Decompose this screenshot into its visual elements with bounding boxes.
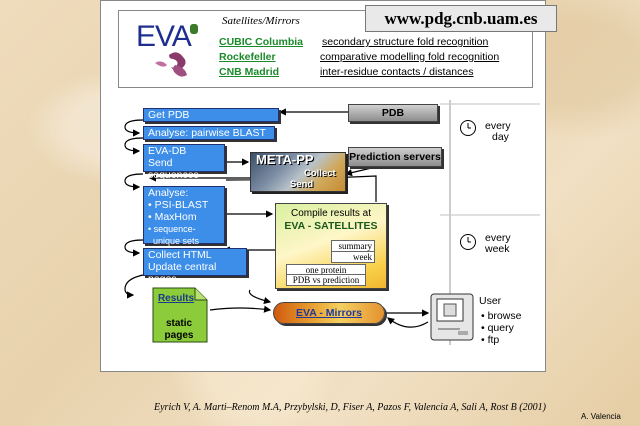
user-title: User [479,295,502,307]
arrow-get-to-analyse [124,119,144,137]
step-collect-html: Collect HTML Update central pages [143,248,247,285]
every-week-word1: every [485,232,511,244]
results-document-icon [152,287,208,343]
satellite-link-cnb[interactable]: CNB Madrid [219,66,280,78]
user-query: • query [481,322,514,334]
step-get-pdb: Get PDB [143,108,279,122]
logo-text: EVA [136,20,192,53]
arrow-results-to-mirrors [209,305,272,313]
eva-db-label: EVA-DB [148,145,187,157]
mini-pdb-vs-prediction: PDB vs prediction [286,274,366,286]
results-title[interactable]: Results [157,293,195,304]
arrow-analyse2-to-collect [124,239,144,257]
send-sequences-label: Send sequences [148,157,199,181]
every-week-word2: week [485,243,510,255]
step-eva-db: EVA-DB Send sequences [143,144,225,181]
compile-line1: Compile results at [290,208,372,219]
eva-logo [155,52,187,77]
arrow-analyse-to-db [124,137,144,155]
molecule-shape-1 [169,52,186,71]
molecule-shape-2 [173,65,187,77]
analyse-item-psiblast: • PSI-BLAST [148,199,209,211]
analyse-item-seq: • sequence- [148,224,196,234]
every-day-word1: every [485,120,511,132]
step-analyse-list: Analyse: • PSI-BLAST • MaxHom • sequence… [143,186,225,246]
arrow-user-to-mirrors [387,317,429,328]
user-browse: • browse [481,310,522,322]
satellite-desc-cubic: secondary structure fold recognition [322,36,489,48]
arrow-servers-to-metapp [344,165,381,177]
eva-mirrors-link[interactable]: EVA - Mirrors [273,302,385,324]
molecule-shape-3 [155,61,167,67]
logo-leaf-icon [190,24,198,34]
clock-icon-week [460,234,476,250]
satellite-link-rockefeller[interactable]: Rockefeller [219,51,276,63]
citation-credit: Eyrich V, A. Marti–Renom M.A, Przybylski… [154,402,546,413]
prediction-servers-box: Prediction servers [348,147,442,167]
satellite-link-cubic[interactable]: CUBIC Columbia [219,36,303,48]
mini-week: week [331,251,375,263]
compile-title: EVA - SATELLITES [284,220,378,232]
arrow-collect-to-results [124,274,144,299]
analyse-item-maxhom: • MaxHom [148,211,197,223]
mini-one-protein: one protein [286,264,366,275]
user-ftp: • ftp [481,334,500,346]
results-line1: static [165,318,193,329]
meta-pp-box [250,152,346,192]
arrow-db-to-analyse2 [124,173,144,191]
meta-pp-title: META-PP [256,152,314,167]
update-pages-label: Update central pages [148,261,217,285]
analyse-item-unique: unique sets [148,236,200,246]
collect-html-label: Collect HTML [148,249,212,261]
author-label: A. Valencia [581,412,621,421]
meta-pp-collect: Collect [304,168,336,179]
meta-pp-send: Send [290,179,314,190]
computer-icon [430,293,474,341]
every-day-word2: day [492,131,509,143]
url-banner[interactable]: www.pdg.cnb.uam.es [365,5,557,32]
clock-icon-day [460,120,476,136]
analyse-label: Analyse: [148,187,189,199]
satellite-desc-cnb: inter-residue contacts / distances [320,66,474,78]
pdb-box: PDB [348,104,438,122]
satellite-desc-rockefeller: comparative modelling fold recognition [320,51,500,63]
arrow-compile-to-mirrors [248,289,272,305]
results-line2: pages [164,330,194,341]
step-analyse-blast: Analyse: pairwise BLAST [143,126,275,140]
satellites-title: Satellites/Mirrors [222,15,300,27]
